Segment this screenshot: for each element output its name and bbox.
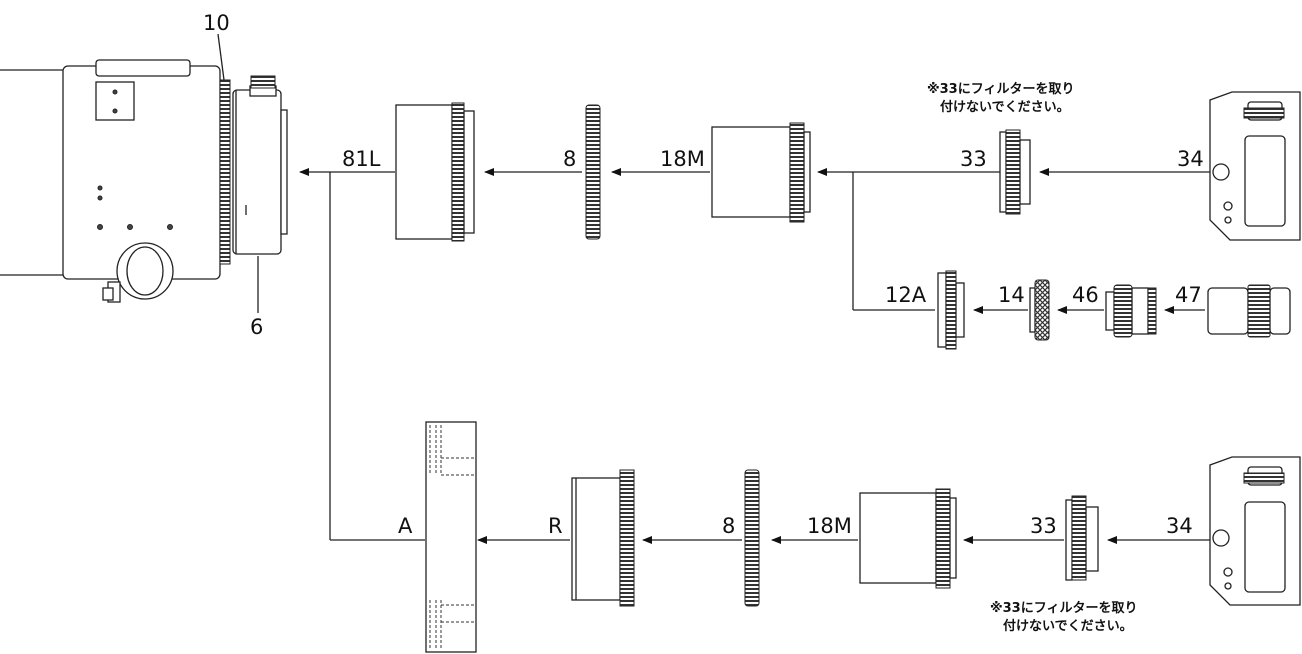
label-a: A — [398, 514, 413, 538]
focuser-body — [62, 59, 221, 303]
adapter-12a — [937, 270, 965, 350]
label-81l: 81L — [342, 147, 381, 171]
note-top-line2: 付けないでください。 — [940, 99, 1070, 115]
adapter-46 — [1105, 284, 1157, 338]
label-rotator: 6 — [250, 315, 263, 339]
label-r: R — [548, 514, 563, 538]
label-focuser-ring: 10 — [203, 11, 230, 35]
extender-18m-bottom — [859, 488, 957, 589]
camera-34-top — [1209, 91, 1301, 241]
extender-18m-top — [711, 122, 811, 223]
label-33-bottom: 33 — [1030, 514, 1057, 538]
label-47: 47 — [1175, 283, 1202, 307]
ring-8-top — [585, 104, 601, 240]
label-34-top: 34 — [1177, 147, 1204, 171]
adapter-r — [571, 469, 635, 607]
label-18m-top: 18M — [660, 147, 705, 171]
rotator-6 — [232, 75, 288, 255]
eyepiece-47 — [1207, 284, 1291, 338]
adapter-81l — [395, 102, 475, 242]
camera-34-bottom — [1209, 456, 1301, 606]
telescope-tube — [0, 69, 65, 276]
label-8-bottom: 8 — [722, 514, 735, 538]
label-8-top: 8 — [563, 147, 576, 171]
label-14: 14 — [998, 283, 1025, 307]
note-bottom-line2: 付けないでください。 — [1003, 618, 1133, 634]
note-bottom-line1: ※33にフィルターを取り — [990, 601, 1137, 616]
t-ring-33-bottom — [1065, 495, 1099, 581]
label-34-bottom: 34 — [1166, 514, 1193, 538]
label-18m-bottom: 18M — [807, 514, 852, 538]
note-top-line1: ※33にフィルターを取り — [927, 82, 1074, 97]
adapter-a — [425, 421, 477, 653]
t-ring-33-top — [999, 129, 1031, 215]
adapter-14 — [1029, 279, 1050, 341]
label-12a: 12A — [885, 283, 927, 307]
label-46: 46 — [1072, 283, 1099, 307]
ring-8-bottom — [744, 469, 760, 607]
label-33-top: 33 — [960, 147, 987, 171]
focuser-ring-10 — [219, 79, 231, 265]
